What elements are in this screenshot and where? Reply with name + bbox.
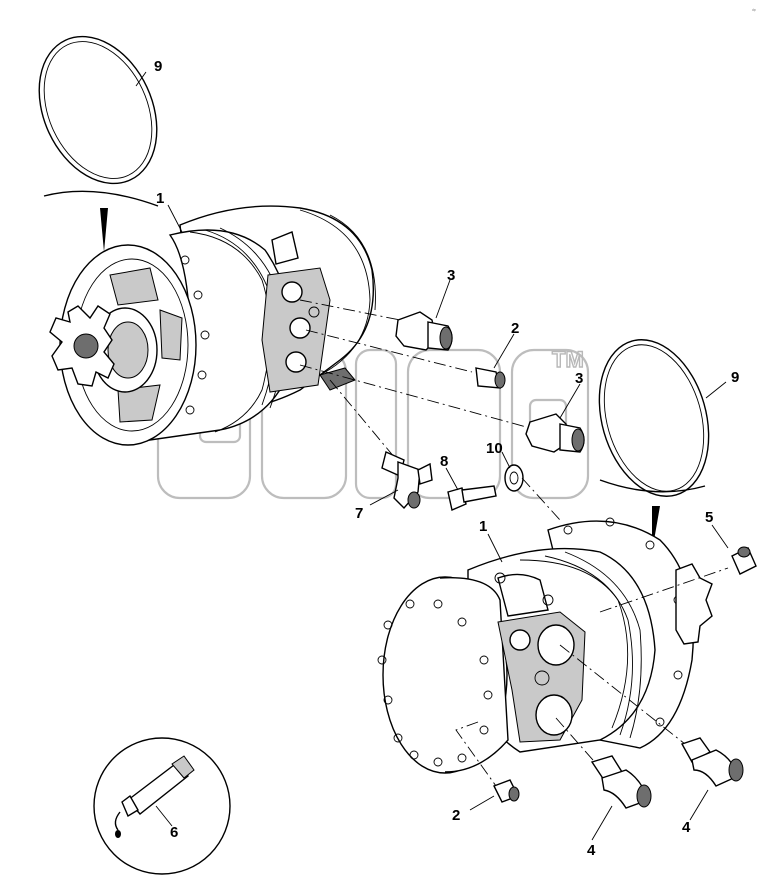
washer-10 bbox=[504, 464, 524, 492]
elbow-fitting-4-right bbox=[680, 737, 744, 787]
hydraulic-motor-upper bbox=[49, 205, 376, 446]
leader-lines bbox=[135, 71, 729, 841]
o-ring-left bbox=[38, 35, 158, 185]
assembly-line-2b bbox=[455, 721, 497, 787]
callout-9-left: 9 bbox=[154, 58, 162, 75]
plug-2-lower bbox=[493, 779, 520, 803]
assembly-line-3b bbox=[299, 364, 531, 429]
callout-2-upper: 2 bbox=[511, 320, 519, 337]
callout-3-upper: 3 bbox=[447, 267, 455, 284]
callout-7: 8 bbox=[440, 453, 448, 470]
bolt-7 bbox=[447, 485, 497, 511]
callout-2-lower: 2 bbox=[452, 807, 460, 824]
callout-9-right: 9 bbox=[731, 369, 739, 386]
callout-labels: 9 1 3 2 3 8 10 7 9 5 1 2 4 4 6 bbox=[154, 58, 739, 859]
o-ring-right bbox=[598, 339, 710, 497]
callout-3-lower: 3 bbox=[575, 370, 583, 387]
tee-fitting-6 bbox=[381, 451, 433, 510]
hydraulic-motor-lower bbox=[377, 517, 713, 774]
assembly-line-4a bbox=[555, 717, 601, 769]
seal-arc-left bbox=[43, 190, 159, 207]
callout-6: 7 bbox=[355, 505, 363, 522]
callout-4-left: 4 bbox=[587, 842, 596, 859]
assembly-line-3a bbox=[299, 299, 401, 321]
fitting-3-lower bbox=[525, 413, 585, 453]
elbow-fitting-4-left bbox=[590, 755, 652, 809]
assembly-line-4b bbox=[559, 644, 691, 749]
assembly-line-10 bbox=[521, 477, 561, 521]
trademark-mark: TM bbox=[552, 347, 584, 372]
plug-2-upper bbox=[475, 367, 506, 389]
plug-5 bbox=[731, 546, 757, 575]
callout-5: 5 bbox=[705, 509, 713, 526]
assembly-line-5 bbox=[599, 567, 729, 613]
callout-4-right: 4 bbox=[682, 819, 691, 836]
fitting-3-upper bbox=[395, 311, 453, 351]
callout-8: 6 bbox=[170, 824, 178, 841]
pointer-arrow-left bbox=[100, 208, 108, 252]
seal-arc-right bbox=[599, 479, 706, 493]
assembly-line-2a bbox=[305, 329, 473, 373]
corner-mark: ᵈᵖ bbox=[752, 8, 756, 14]
callout-1-lower: 1 bbox=[479, 518, 487, 535]
callout-1-upper: 1 bbox=[156, 190, 164, 207]
callout-10: 10 bbox=[486, 440, 503, 457]
watermark-logo: TM bbox=[156, 346, 590, 500]
sealant-inset bbox=[93, 737, 231, 875]
assembly-line-6 bbox=[329, 379, 396, 459]
